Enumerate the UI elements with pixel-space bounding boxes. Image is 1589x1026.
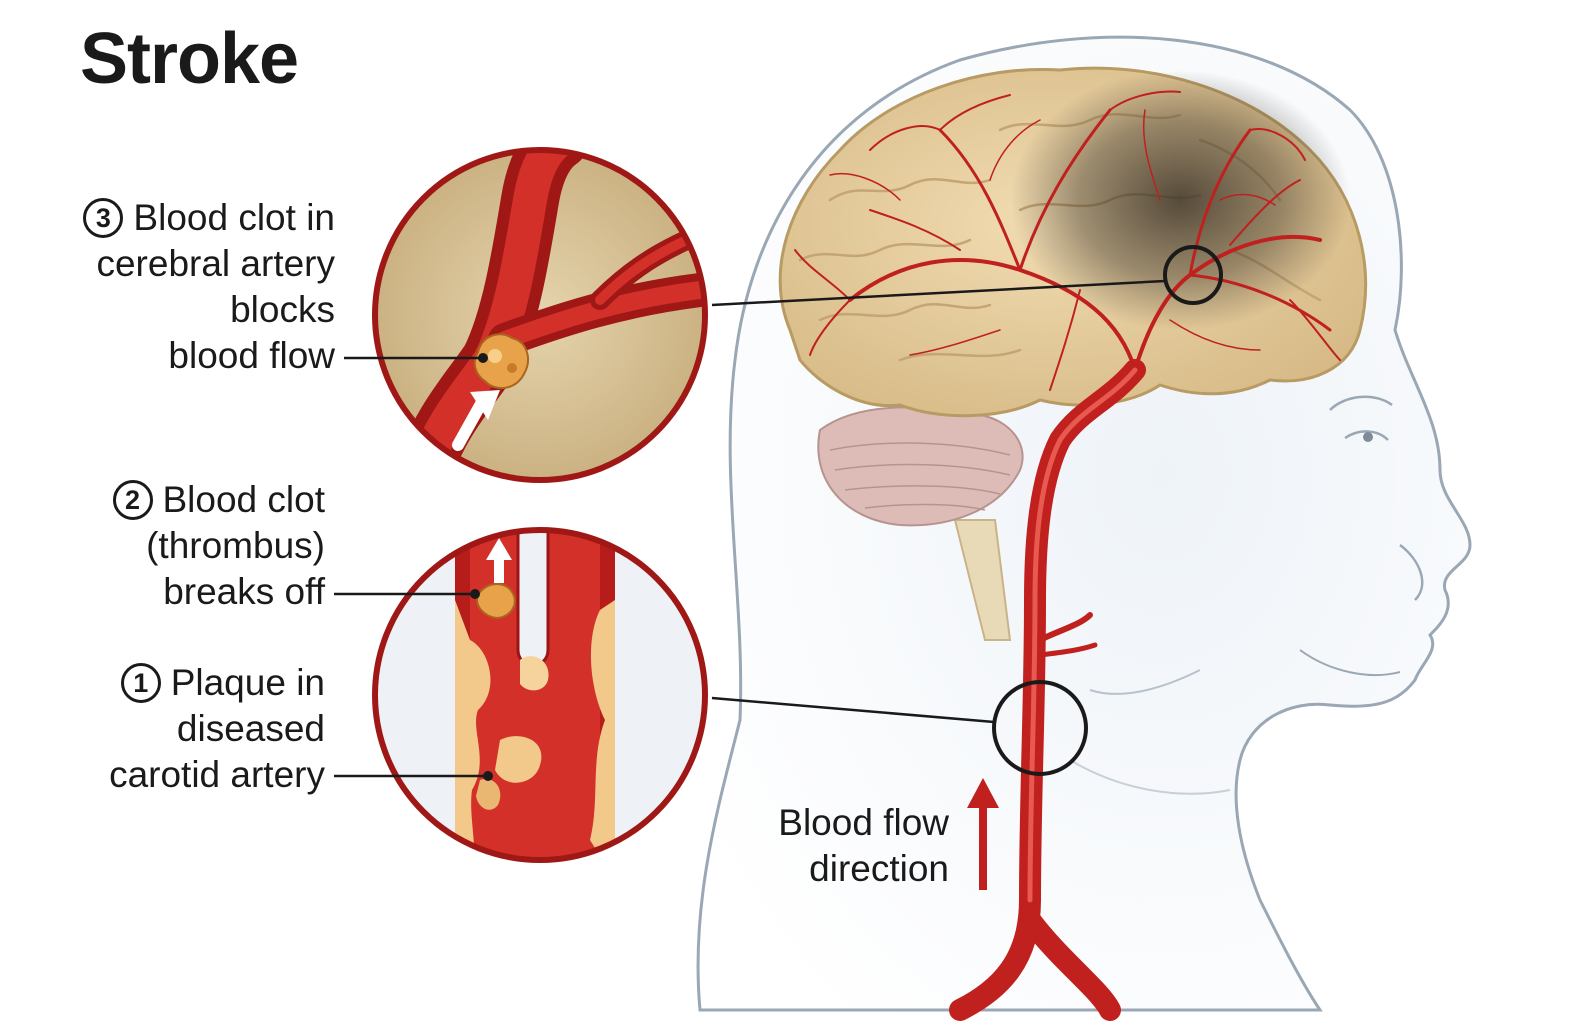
page-title: Stroke bbox=[80, 19, 299, 99]
brain-blockage-marker bbox=[1163, 245, 1223, 305]
callout-line: (thrombus) bbox=[146, 525, 325, 566]
leader-line-brain bbox=[711, 279, 1166, 307]
leader-dot-clot3 bbox=[478, 353, 488, 363]
blood-flow-label: Blood flow direction bbox=[778, 800, 949, 892]
ischemic-region bbox=[1010, 70, 1350, 330]
step-number-badge: 3 bbox=[83, 198, 124, 238]
callout-line: carotid artery bbox=[109, 754, 325, 795]
inset-carotid-plaque bbox=[372, 527, 708, 863]
callout-line: blood flow bbox=[168, 335, 335, 376]
callout-line: cerebral artery bbox=[96, 243, 335, 284]
callout-line: breaks off bbox=[163, 571, 325, 612]
callout-line: blocks bbox=[230, 289, 335, 330]
inset-cerebral-clot bbox=[372, 147, 708, 483]
leader-line-carotid bbox=[711, 696, 995, 724]
carotid-plaque-marker bbox=[992, 680, 1088, 776]
step-number-badge: 1 bbox=[120, 663, 161, 703]
spinal-column bbox=[953, 519, 1012, 641]
blood-flow-arrow bbox=[967, 778, 999, 890]
callout-line: diseased bbox=[176, 708, 325, 749]
cerebellum-folds bbox=[829, 442, 1011, 511]
carotid-artery bbox=[949, 359, 1146, 1021]
leader-dot-thrombus bbox=[470, 589, 480, 599]
cerebral-arteries bbox=[794, 90, 1341, 391]
leader-dot-plaque bbox=[483, 771, 493, 781]
callout-line: direction bbox=[809, 848, 949, 889]
callout-line: Blood flow bbox=[778, 802, 949, 843]
step-number-badge: 2 bbox=[112, 480, 153, 520]
